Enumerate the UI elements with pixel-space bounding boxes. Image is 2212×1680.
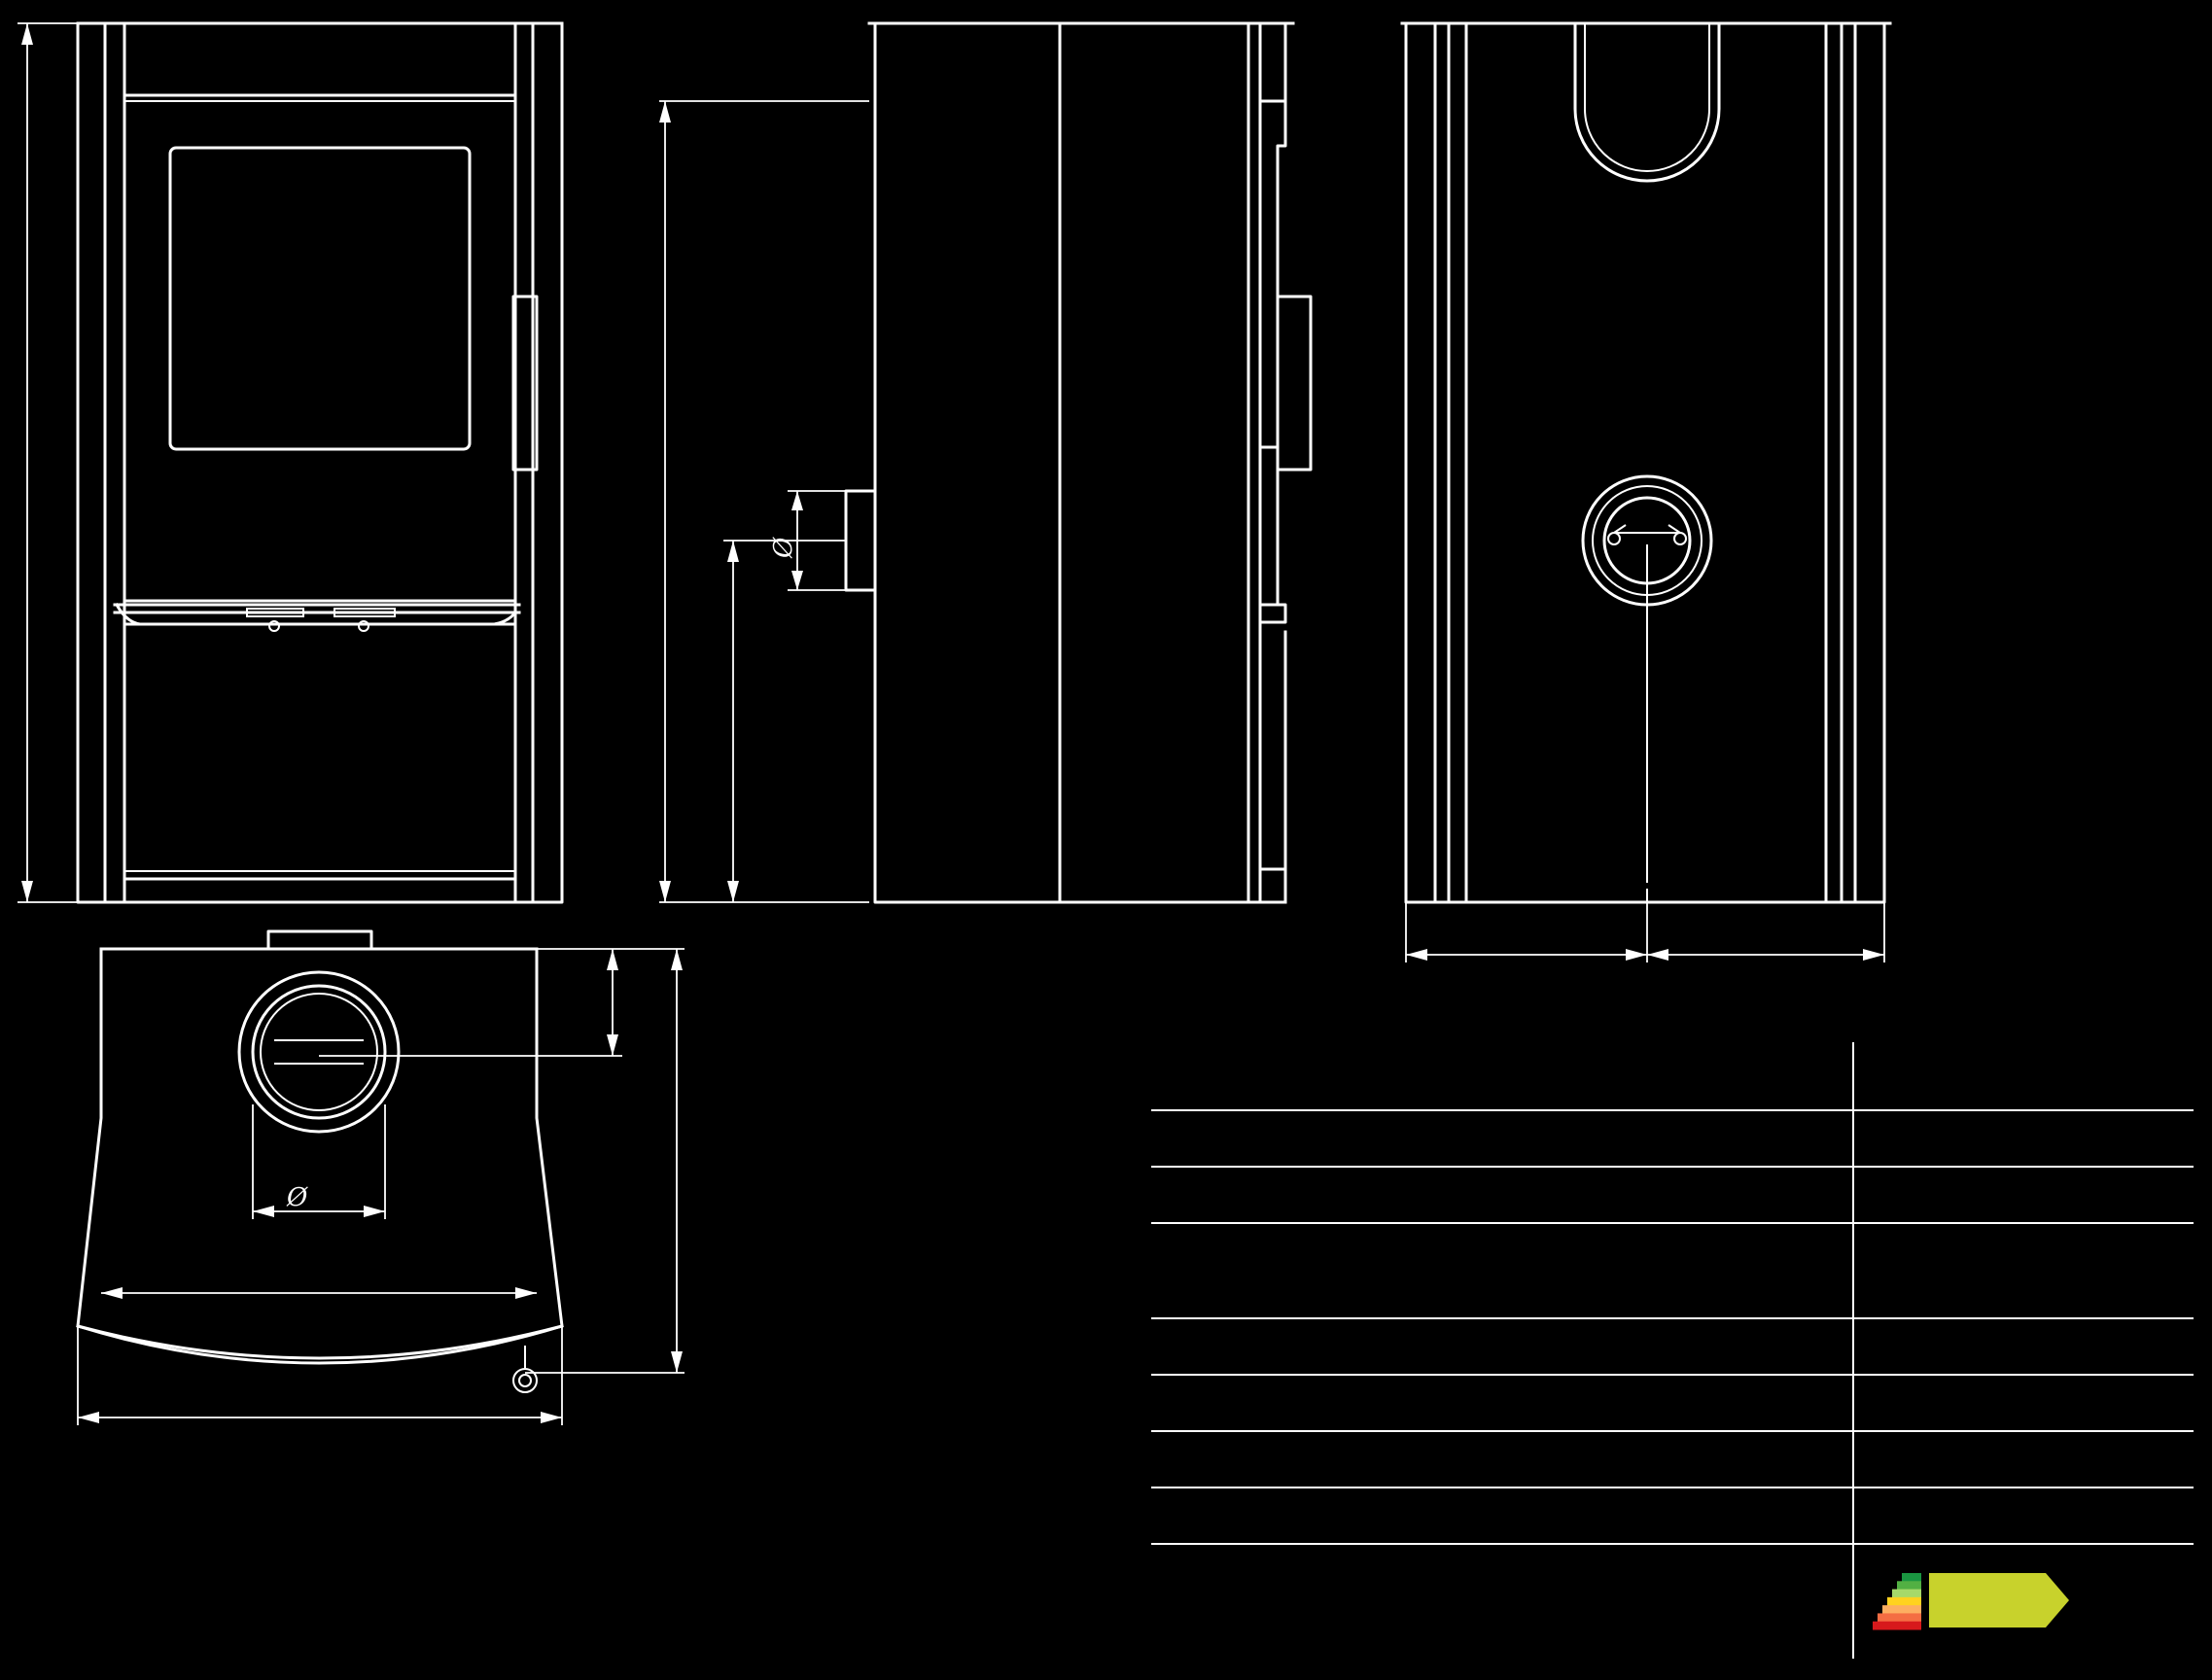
rear-left-channel [1433,21,1468,904]
energy-scale-bar [1873,1621,1921,1630]
rear-outline [1400,21,1892,904]
front-lower-panel [123,622,517,881]
energy-rating-arrow [1929,1573,2069,1628]
energy-efficiency-label [1873,1573,2069,1630]
top-front-curve [76,1324,564,1365]
rear-view [1400,21,1892,962]
top-view: Ø [76,929,685,1425]
front-outline [76,21,564,904]
door-handle [511,295,539,472]
energy-scale-bar [1887,1596,1921,1606]
rear-top-slot-inner [1584,23,1710,172]
front-height-dimension [18,22,78,903]
energy-scale-bar [1897,1581,1921,1591]
air-control-right [334,608,396,632]
energy-scale-bar [1878,1613,1921,1623]
air-control-left [246,608,304,632]
energy-scale-bar [1892,1589,1921,1598]
top-flue-diameter-dimension: Ø [252,1104,386,1219]
side-flue-diameter-dimension: Ø [769,490,846,591]
top-body-width-dimension [101,1287,537,1299]
side-door-handle [1276,295,1313,472]
top-flue-depth-dimension [319,948,622,1057]
top-outline [76,947,564,1360]
front-right-pillar [513,21,535,904]
ash-shelf [113,602,521,626]
spec-table [1151,1042,2194,1659]
side-flue-height-dimension [723,540,846,902]
side-total-height-dimension [659,100,869,903]
side-flue-diameter-symbol: Ø [769,537,798,559]
energy-scale-bar [1902,1573,1921,1582]
front-view [18,21,564,904]
side-front-profile [1246,21,1287,904]
top-overall-width-dimension [77,1326,563,1425]
spec-table-row-rules [1151,1109,2194,1545]
front-glass-window [168,146,472,451]
top-depth-dimension [525,948,685,1374]
rear-width-dimension [1405,902,1885,962]
side-flue-outlet [844,489,877,592]
rear-right-channel [1824,21,1857,904]
top-flue-outlet [237,970,401,1134]
energy-scale-bars [1873,1573,1921,1630]
rear-top-slot [1573,21,1721,183]
side-outline [867,21,1295,904]
front-left-pillar [103,21,126,904]
top-flue-diameter-symbol: Ø [286,1183,308,1212]
energy-scale-bar [1882,1605,1921,1614]
top-rear-spigot [266,929,373,951]
side-view: Ø [659,21,1313,904]
front-door-frame [123,93,517,603]
